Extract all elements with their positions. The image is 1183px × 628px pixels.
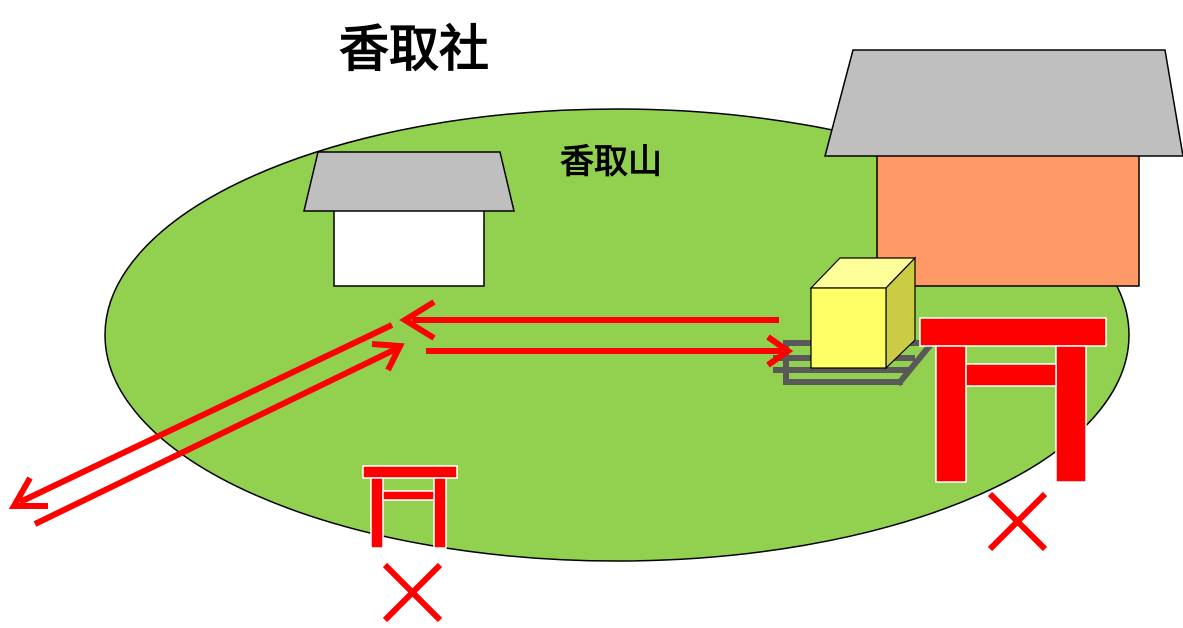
cube-object	[809, 256, 917, 370]
large-shrine	[824, 49, 1183, 287]
mountain-label: 香取山	[560, 142, 662, 182]
large-shrine-roof	[824, 49, 1183, 157]
large-torii	[919, 317, 1107, 483]
arrow-diag-out-line	[18, 322, 394, 505]
small-shrine-wall	[333, 209, 485, 287]
large-shrine-wall	[876, 152, 1140, 287]
cube-front	[810, 287, 887, 369]
cross-icon	[987, 491, 1048, 552]
arrow-diag-in-head	[371, 341, 405, 372]
arrow-diag-out-head	[8, 476, 48, 509]
arrow-diag-in-line	[33, 345, 400, 527]
small-torii	[362, 465, 458, 549]
page-title: 香取社	[339, 19, 489, 78]
arrow-lower-head	[766, 334, 794, 368]
small-shrine	[303, 151, 515, 287]
small-shrine-roof	[303, 151, 515, 212]
arrows	[8, 299, 794, 527]
cross-icon	[382, 562, 443, 623]
arrow-upper-head	[399, 299, 436, 341]
